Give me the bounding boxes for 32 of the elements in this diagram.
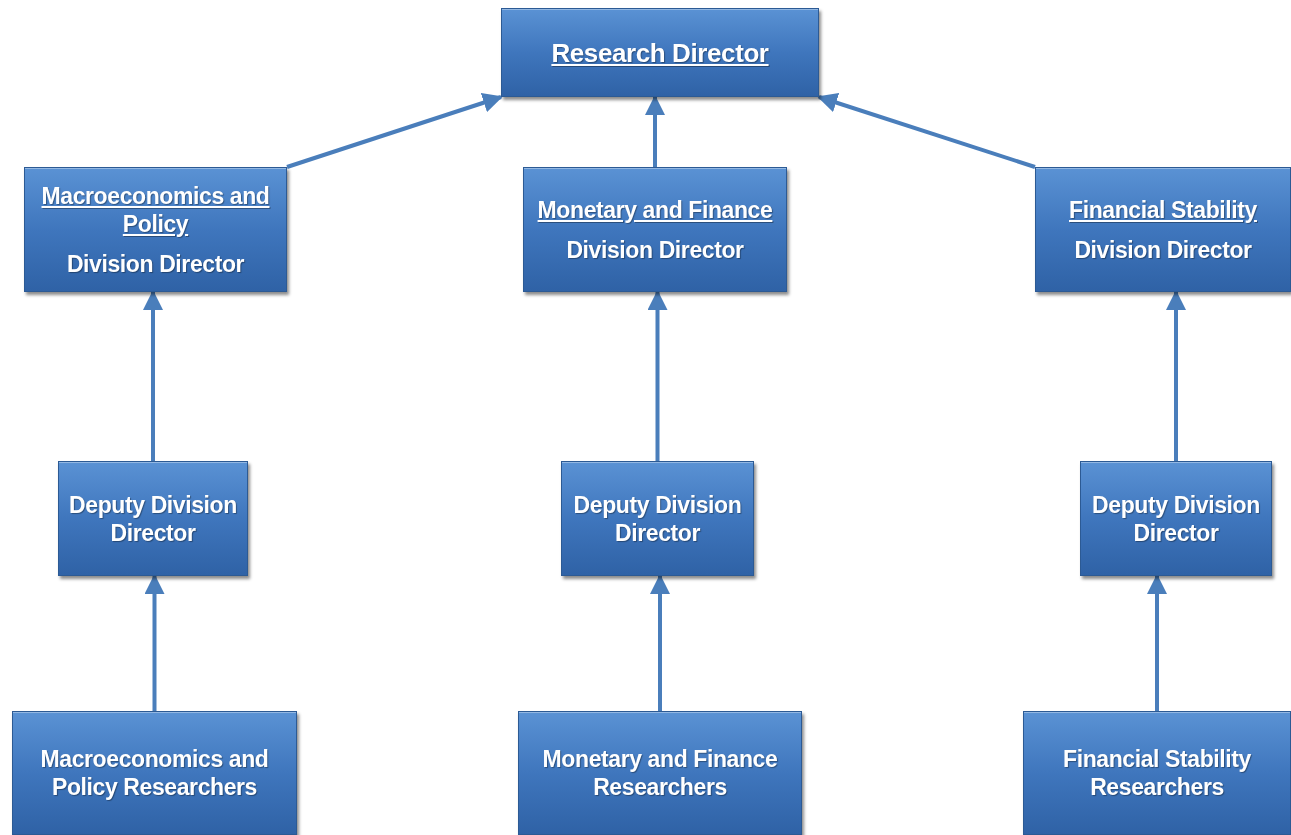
arrow (817, 93, 1036, 169)
arrow (647, 290, 668, 461)
role-label: Division Director (566, 235, 744, 264)
org-box (1080, 461, 1272, 576)
org-box (523, 167, 787, 292)
unit-title: Monetary and Finance (537, 195, 773, 224)
unit-title: Financial Stability (1069, 195, 1257, 224)
arrow (144, 574, 165, 711)
arrow (286, 93, 503, 169)
org-box (518, 711, 802, 835)
org-box (1035, 167, 1291, 292)
role-label: Division Director (66, 249, 245, 278)
org-box (561, 461, 754, 576)
unit-title: Macroeconomics and Policy (40, 181, 271, 238)
unit-title: Research Director (551, 38, 769, 67)
role-label: Division Director (1074, 235, 1252, 264)
org-box (1023, 711, 1291, 835)
org-box (58, 461, 248, 576)
arrow (650, 574, 670, 711)
arrow (143, 290, 163, 461)
arrow (1147, 574, 1167, 711)
role-label: Monetary and Finance Researchers (541, 745, 779, 801)
arrow (1166, 290, 1186, 461)
role-label: Deputy Division Director (572, 490, 743, 547)
role-label: Deputy Division Director (1091, 490, 1261, 547)
org-box (501, 8, 819, 97)
org-box (12, 711, 297, 835)
org-box (24, 167, 287, 292)
role-label: Macroeconomics and Policy Researchers (39, 745, 270, 801)
arrow (645, 95, 665, 167)
role-label: Deputy Division Director (68, 490, 238, 547)
role-label: Financial Stability Researchers (1062, 745, 1252, 801)
